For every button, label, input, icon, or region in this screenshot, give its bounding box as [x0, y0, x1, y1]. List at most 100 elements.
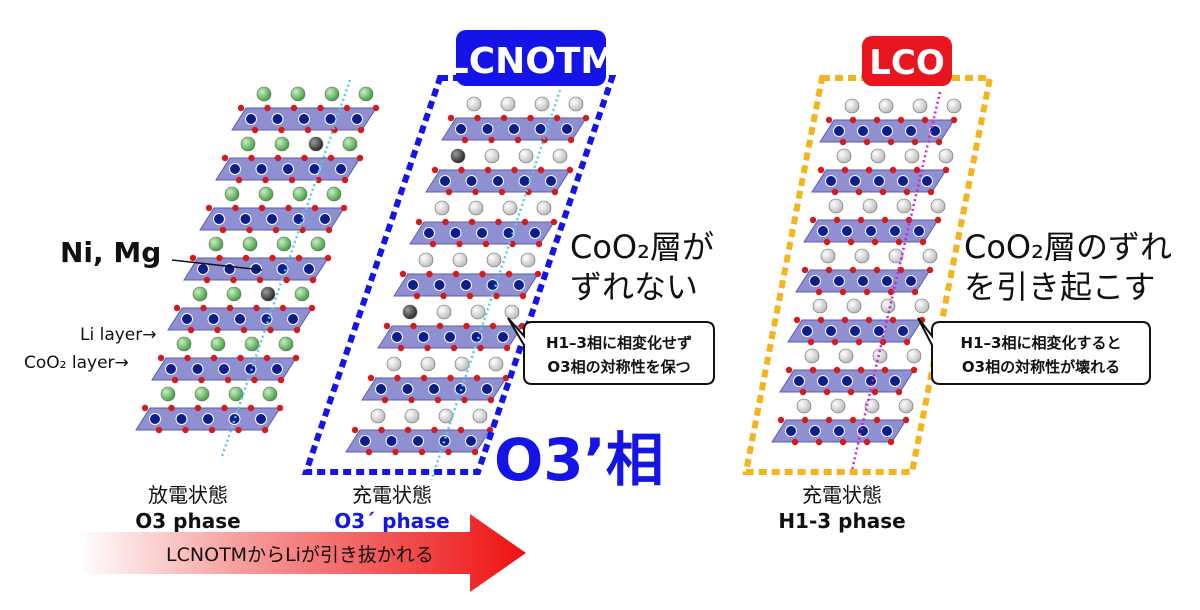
oxygen-atom: [841, 166, 849, 174]
oxygen-atom: [903, 188, 911, 196]
lithium-atom: [240, 136, 256, 152]
cobalt-atom: [865, 375, 877, 387]
oxygen-atom: [203, 276, 211, 284]
lcno-badge-label: LCNOTM: [446, 41, 616, 82]
oxygen-atom: [420, 374, 428, 382]
oxygen-atom: [493, 292, 500, 300]
oxygen-atom: [450, 344, 458, 352]
oxygen-atom: [157, 354, 165, 362]
oxygen-atom: [410, 322, 417, 330]
lithium-atom: [358, 86, 374, 102]
oxygen-atom: [404, 426, 412, 434]
oxygen-atom: [839, 138, 847, 146]
oxygen-atom: [487, 396, 495, 404]
vacant-li-site: [420, 356, 436, 372]
middle-speech-bubble: H1–3相に相変化せず O3相の対称性を保つ: [507, 317, 715, 385]
cobalt-atom: [897, 325, 909, 337]
oxygen-atom: [242, 254, 250, 262]
oxygen-atom: [839, 438, 847, 446]
cobalt-atom: [913, 225, 925, 237]
cobalt-atom: [809, 275, 821, 287]
lithium-atom: [294, 286, 310, 302]
oxygen-atom: [785, 366, 793, 374]
oxygen-atom: [269, 254, 276, 262]
cobalt-atom: [260, 313, 273, 325]
cobalt-atom: [428, 383, 440, 395]
lithium-atom: [290, 86, 306, 102]
oxygen-atom: [879, 188, 887, 196]
oxygen-atom: [849, 266, 857, 274]
right-phase-caption: H1-3 phase: [778, 509, 905, 533]
cobalt-atom: [486, 279, 499, 291]
oxygen-atom: [230, 276, 237, 284]
cobalt-atom: [439, 175, 451, 187]
ni-mg-atom: [260, 286, 276, 302]
cobalt-atom: [202, 413, 214, 425]
cobalt-atom: [881, 275, 893, 287]
oxygen-atom: [251, 376, 258, 384]
vacant-li-site: [906, 348, 922, 364]
vacant-li-site: [488, 356, 504, 372]
lithium-atom: [342, 136, 358, 152]
oxygen-atom: [825, 266, 833, 274]
cobalt-atom: [905, 125, 917, 137]
oxygen-atom: [815, 438, 823, 446]
vacant-li-site: [912, 98, 928, 114]
middle-state-caption: 充電状態: [352, 483, 432, 507]
vacant-li-site: [404, 408, 420, 424]
lithium-atom: [262, 386, 278, 402]
oxygen-atom: [367, 374, 375, 382]
vacant-li-site: [938, 148, 954, 164]
oxygen-atom: [807, 338, 815, 346]
cobalt-atom: [825, 325, 837, 337]
lithium-atom: [278, 336, 294, 352]
oxygen-atom: [791, 438, 799, 446]
oxygen-atom: [440, 292, 447, 300]
oxygen-atom: [839, 288, 847, 296]
cobalt-atom: [303, 263, 315, 275]
vacant-li-site: [386, 356, 402, 372]
oxygen-atom: [582, 114, 590, 122]
oxygen-atom: [208, 426, 216, 434]
oxygen-atom: [484, 166, 492, 174]
oxygen-atom: [926, 266, 934, 274]
oxygen-atom: [927, 188, 935, 196]
vacant-li-site: [888, 248, 904, 264]
cobalt-atom: [929, 125, 941, 137]
cobalt-atom: [455, 123, 467, 135]
cobalt-atom: [529, 227, 541, 239]
right-callout-line2: を引き起こす: [964, 268, 1155, 306]
lithium-atom: [256, 86, 272, 102]
lithium-atom: [208, 236, 224, 252]
oxygen-atom: [293, 326, 301, 334]
oxygen-atom: [256, 276, 264, 284]
lithium-atom: [276, 236, 292, 252]
o3prime-phase-label: O3’相: [494, 426, 664, 494]
cobalt-atom: [181, 313, 193, 325]
oxygen-atom: [472, 188, 479, 196]
oxygen-atom: [442, 218, 449, 226]
oxygen-atom: [253, 304, 260, 312]
cobalt-atom: [825, 175, 837, 187]
vacant-li-site: [846, 298, 862, 314]
oxygen-atom: [887, 438, 895, 446]
cobalt-atom: [492, 175, 504, 187]
cobalt-atom: [817, 375, 829, 387]
oxygen-atom: [456, 240, 463, 248]
oxygen-atom: [372, 104, 380, 112]
oxygen-atom: [566, 166, 574, 174]
cobalt-atom: [785, 425, 797, 437]
ni-mg-label: Ni, Mg: [60, 236, 161, 269]
oxygen-atom: [942, 166, 950, 174]
oxygen-atom: [527, 114, 534, 122]
cobalt-atom: [833, 425, 845, 437]
oxygen-atom: [235, 426, 242, 434]
oxygen-atom: [873, 416, 881, 424]
oxygen-atom: [397, 344, 405, 352]
cobalt-atom: [351, 113, 363, 125]
lithium-atom: [192, 286, 208, 302]
vacant-li-site: [418, 252, 434, 268]
right-speech-line2: O3相の対称性が壊れる: [962, 358, 1120, 376]
right-state-caption: 充電状態: [802, 483, 882, 507]
